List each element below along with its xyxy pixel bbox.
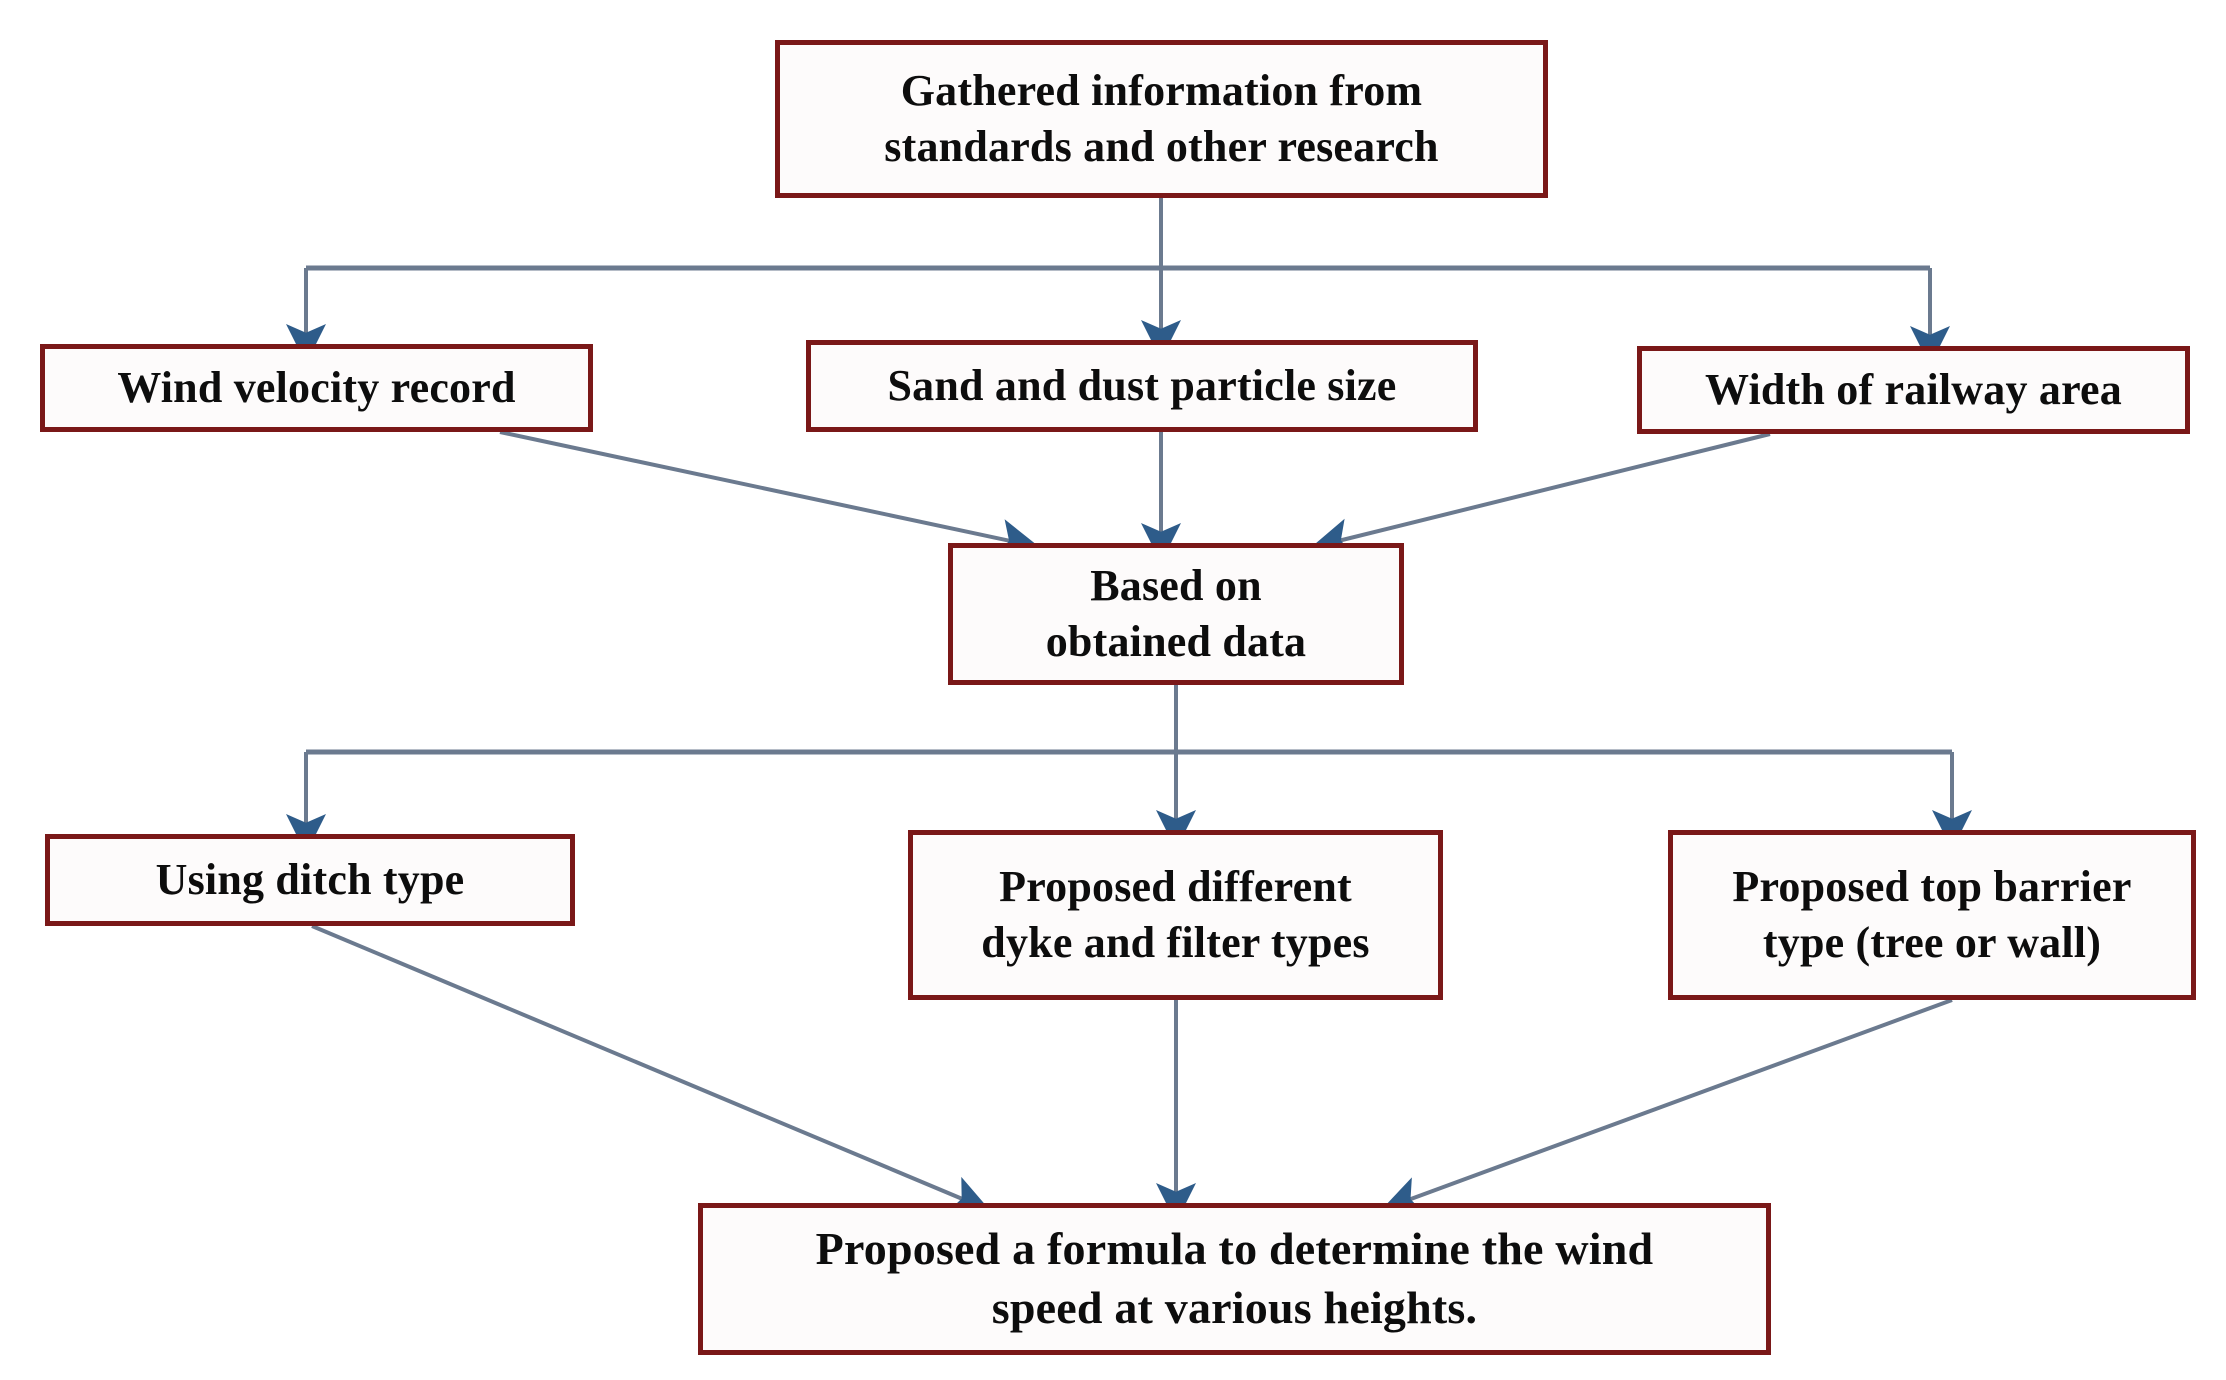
node-using-ditch-type[interactable]: Using ditch type: [45, 834, 575, 926]
node-proposed-formula-wind-speed[interactable]: Proposed a formula to determine the wind…: [698, 1203, 1771, 1355]
node-sand-dust-particle-size[interactable]: Sand and dust particle size: [806, 340, 1478, 432]
node-label: Proposed top barrier type (tree or wall): [1732, 861, 2132, 967]
node-label: Sand and dust particle size: [887, 360, 1397, 410]
node-wind-velocity-record[interactable]: Wind velocity record: [40, 344, 593, 432]
node-label: Proposed different dyke and filter types: [981, 861, 1370, 967]
node-gathered-information[interactable]: Gathered information from standards and …: [775, 40, 1548, 198]
edge-ditch-to-formula: [311, 924, 991, 1214]
node-proposed-top-barrier-type[interactable]: Proposed top barrier type (tree or wall): [1668, 830, 2196, 1000]
node-based-on-obtained-data[interactable]: Based on obtained data: [948, 543, 1404, 685]
node-proposed-dyke-filter-types[interactable]: Proposed different dyke and filter types: [908, 830, 1443, 1000]
node-label: Using ditch type: [155, 854, 465, 904]
node-label: Based on obtained data: [1045, 560, 1307, 666]
node-label: Wind velocity record: [117, 362, 516, 412]
edge-barrier-to-formula: [1381, 998, 1953, 1215]
node-label: Gathered information from standards and …: [884, 65, 1439, 171]
node-width-of-railway-area[interactable]: Width of railway area: [1637, 346, 2190, 434]
node-label: Proposed a formula to determine the wind…: [815, 1223, 1654, 1333]
edge-width-to-based: [1310, 432, 1771, 558]
node-label: Width of railway area: [1705, 364, 2122, 414]
edge-wind-to-based: [499, 430, 1040, 559]
